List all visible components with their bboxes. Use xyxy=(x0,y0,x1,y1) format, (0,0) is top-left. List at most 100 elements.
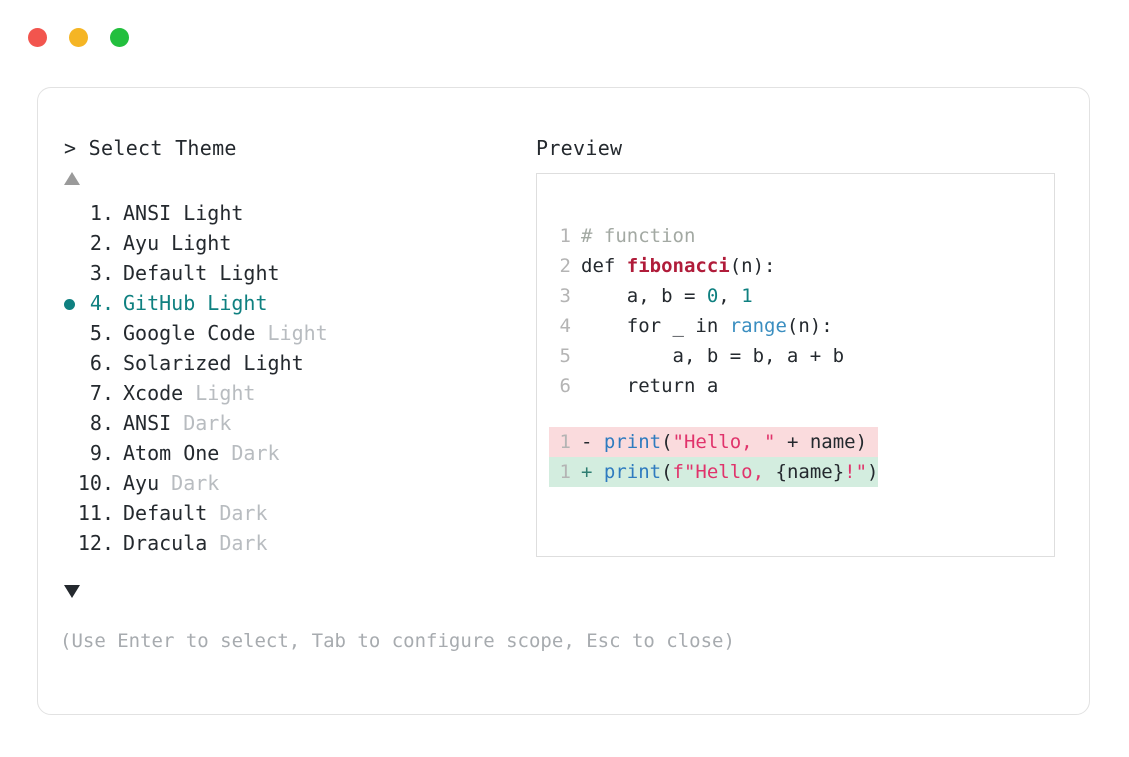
code-token: f"Hello, xyxy=(672,461,776,483)
theme-item-gap xyxy=(219,441,231,465)
code-line: 4 for _ in range(n): xyxy=(555,311,878,341)
theme-item-number: 3. xyxy=(89,261,114,285)
code-line-number: 6 xyxy=(559,375,571,397)
theme-item-variant: Light xyxy=(195,381,256,405)
code-blank-line xyxy=(555,401,878,427)
code-line-number: 1 xyxy=(559,461,571,483)
theme-item-name: Default xyxy=(123,501,208,525)
theme-item-number: 8. xyxy=(89,411,114,435)
close-dot[interactable] xyxy=(28,28,47,47)
theme-list-item[interactable]: 10.Ayu Dark xyxy=(60,468,490,498)
theme-item-name: GitHub xyxy=(123,291,196,315)
code-token: (n): xyxy=(786,315,833,337)
theme-list-item[interactable]: 4. GitHub Light xyxy=(60,288,490,318)
code-token: def xyxy=(581,255,627,277)
code-token: fibonacci xyxy=(626,255,730,277)
theme-list-item[interactable]: 9. Atom One Dark xyxy=(60,438,490,468)
theme-item-variant: Dark xyxy=(219,531,268,555)
window-titlebar xyxy=(28,28,129,47)
scroll-down-arrow-icon[interactable] xyxy=(64,585,80,598)
theme-item-gap xyxy=(195,291,207,315)
theme-item-number: 2. xyxy=(89,231,114,255)
code-token: ( xyxy=(661,461,673,483)
code-token: range xyxy=(729,315,787,337)
theme-list-item[interactable]: 7. Xcode Light xyxy=(60,378,490,408)
theme-item-name: Atom One xyxy=(123,441,220,465)
theme-item-gap xyxy=(171,201,183,225)
theme-item-variant: Dark xyxy=(231,441,280,465)
code-token: a, b = b, a + b xyxy=(581,345,845,367)
theme-item-gap xyxy=(159,471,171,495)
code-token: # function xyxy=(581,225,696,247)
code-line-number: 4 xyxy=(559,315,571,337)
theme-item-name: Solarized xyxy=(123,351,232,375)
code-token: , xyxy=(718,285,742,307)
theme-item-name: ANSI xyxy=(123,201,172,225)
diff-line-added: 1+ print(f"Hello, {name}!") xyxy=(549,457,879,487)
theme-item-variant: Dark xyxy=(171,471,220,495)
scroll-up-arrow-icon[interactable] xyxy=(64,172,80,185)
theme-item-gap xyxy=(159,231,171,255)
theme-item-name: ANSI xyxy=(123,411,172,435)
theme-item-gap xyxy=(231,351,243,375)
theme-item-gap xyxy=(207,501,219,525)
theme-list-item[interactable]: 2. Ayu Light xyxy=(60,228,490,258)
theme-item-gap xyxy=(255,321,267,345)
theme-item-number: 11. xyxy=(77,501,114,525)
code-token: return a xyxy=(581,375,719,397)
keyboard-hint: (Use Enter to select, Tab to configure s… xyxy=(60,630,735,652)
theme-item-number: 7. xyxy=(89,381,114,405)
theme-item-number: 5. xyxy=(89,321,114,345)
code-token: for _ in xyxy=(581,315,730,337)
code-line: 5 a, b = b, a + b xyxy=(555,341,878,371)
theme-item-name: Xcode xyxy=(123,381,184,405)
code-line-number: 1 xyxy=(559,431,571,453)
code-line: 6 return a xyxy=(555,371,878,401)
diff-sign: + xyxy=(581,461,604,483)
code-token: {name} xyxy=(775,461,845,483)
theme-list-item[interactable]: 12. Dracula Dark xyxy=(60,528,490,558)
code-token: ( xyxy=(661,431,673,453)
theme-item-name: Dracula xyxy=(123,531,208,555)
code-line: 1 # function xyxy=(555,221,878,251)
maximize-dot[interactable] xyxy=(110,28,129,47)
theme-item-name: Ayu xyxy=(123,231,160,255)
theme-item-variant: Light xyxy=(243,351,304,375)
code-token: print xyxy=(603,431,662,453)
code-token: ) xyxy=(867,461,879,483)
theme-item-gap xyxy=(183,381,195,405)
code-token: !" xyxy=(844,461,868,483)
selected-bullet-icon xyxy=(64,299,75,310)
theme-item-gap xyxy=(207,531,219,555)
theme-list-item[interactable]: 5. Google Code Light xyxy=(60,318,490,348)
theme-item-variant: Light xyxy=(171,231,232,255)
theme-item-name: Google Code xyxy=(123,321,256,345)
theme-list-item[interactable]: 1.ANSI Light xyxy=(60,198,490,228)
theme-item-number: 12. xyxy=(77,531,114,555)
theme-item-name: Default xyxy=(123,261,208,285)
diff-sign: - xyxy=(581,431,604,453)
theme-item-variant: Light xyxy=(267,321,328,345)
theme-item-variant: Dark xyxy=(219,501,268,525)
theme-list-item[interactable]: 11. Default Dark xyxy=(60,498,490,528)
code-token: + name) xyxy=(775,431,868,453)
theme-item-variant: Light xyxy=(207,291,268,315)
theme-list-item[interactable]: 3.Default Light xyxy=(60,258,490,288)
theme-item-variant: Dark xyxy=(183,411,232,435)
theme-item-number: 4. xyxy=(89,291,114,315)
code-line-number: 1 xyxy=(559,225,571,247)
theme-item-name: Ayu xyxy=(123,471,160,495)
theme-list-item[interactable]: 6.Solarized Light xyxy=(60,348,490,378)
select-theme-title: > Select Theme xyxy=(64,136,237,160)
code-line-number: 3 xyxy=(559,285,571,307)
code-line-number: 2 xyxy=(559,255,571,277)
theme-list-item[interactable]: 8. ANSI Dark xyxy=(60,408,490,438)
minimize-dot[interactable] xyxy=(69,28,88,47)
theme-item-number: 9. xyxy=(89,441,114,465)
theme-item-variant: Light xyxy=(183,201,244,225)
